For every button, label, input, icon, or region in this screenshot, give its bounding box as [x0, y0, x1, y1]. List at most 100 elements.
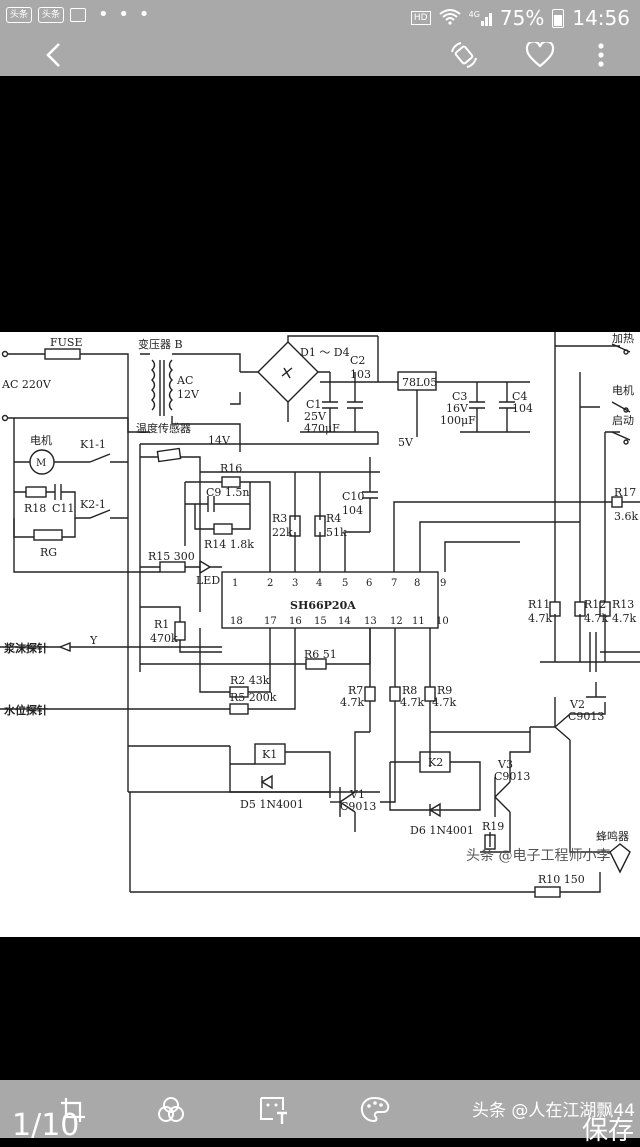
bottom-toolbar: 1/10 头条 @人在江湖飘44 保存: [0, 1080, 640, 1146]
status-bar: 头条 头条 • • • HD 4G 75% 14:56: [0, 0, 640, 34]
label-r3-value: 22k: [272, 526, 293, 539]
label-r17-value: 3.6k: [614, 510, 638, 523]
label-ac220: AC 220V: [1, 378, 52, 391]
label-v1: V1: [349, 788, 365, 801]
label-v3-model: C9013: [494, 770, 530, 783]
label-c2-value: 103: [350, 368, 371, 381]
palette-icon: [360, 1096, 390, 1123]
battery-level: 75%: [499, 6, 545, 30]
label-r11-value: 4.7k: [528, 612, 552, 625]
save-button[interactable]: 保存: [582, 1116, 635, 1146]
hd-indicator: HD: [410, 11, 431, 25]
back-arrow-icon: [46, 43, 60, 67]
label-regulator: 78L05: [402, 376, 437, 389]
label-k2-1: K2-1: [80, 498, 106, 511]
label-ic: SH66P20A: [290, 599, 356, 612]
ic-pin: 9: [440, 578, 446, 589]
more-notifications: • • •: [98, 4, 152, 25]
svg-text:M: M: [36, 458, 46, 469]
label-r9: R9: [437, 684, 452, 697]
heart-icon: [525, 42, 555, 68]
ic-pin: 3: [292, 578, 298, 589]
back-button[interactable]: [28, 34, 80, 76]
label-d1d4: D1 ～ D4: [300, 346, 350, 359]
ic-pin: 4: [316, 578, 322, 589]
label-k1-1: K1-1: [80, 438, 106, 451]
label-r17: R17: [614, 486, 636, 499]
page-indicator: 1/10: [12, 1108, 80, 1143]
label-r1: R1: [154, 618, 169, 631]
ic-pin: 1: [232, 578, 238, 589]
bottom-watermark: 头条 @人在江湖飘44: [472, 1101, 636, 1121]
image-viewer[interactable]: FUSE 变压器 B AC 220V AC 12V 温度传感器 14V D1 ～…: [0, 76, 640, 1080]
label-c9: C9 1.5n: [206, 486, 250, 499]
label-r13: R13: [612, 598, 634, 611]
clock: 14:56: [572, 6, 630, 30]
label-motor-switch: 电机: [612, 383, 634, 397]
label-c1-voltage: 25V: [304, 410, 327, 423]
label-d5: D5 1N4001: [240, 798, 304, 811]
label-r9-value: 4.7k: [432, 696, 456, 709]
label-temp-sensor: 温度传感器: [136, 421, 191, 435]
ic-pin: 15: [314, 616, 327, 627]
ic-pin: 16: [289, 616, 302, 627]
label-r6: R6 51: [304, 648, 337, 661]
favorite-button[interactable]: [514, 34, 566, 76]
label-r4-value: 51k: [326, 526, 347, 539]
label-c1: C1: [306, 398, 321, 411]
label-v2: V2: [569, 698, 585, 711]
label-k1: K1: [262, 748, 277, 761]
schematic-image[interactable]: FUSE 变压器 B AC 220V AC 12V 温度传感器 14V D1 ～…: [0, 332, 640, 937]
rotate-icon: [451, 42, 477, 68]
label-motor: 电机: [30, 433, 52, 447]
label-r10: R10 150: [538, 873, 585, 886]
label-r13-value: 4.7k: [612, 612, 636, 625]
ic-pin: 5: [342, 578, 348, 589]
label-r18: R18: [24, 502, 46, 515]
label-r1-value: 470k: [150, 632, 178, 645]
draw-button[interactable]: [350, 1088, 400, 1132]
label-r19: R19: [482, 820, 504, 833]
label-ac: AC: [176, 374, 193, 387]
label-r7-value: 4.7k: [340, 696, 364, 709]
label-water-probe: 水位探针: [4, 703, 48, 717]
label-c10: C10: [342, 490, 364, 503]
label-v1-model: C9013: [340, 800, 376, 813]
label-c1-capacity: 470μF: [304, 422, 340, 435]
notification-badge: 头条: [38, 7, 65, 23]
rotate-button[interactable]: [438, 34, 490, 76]
network-type: 4G: [468, 10, 480, 19]
label-c4: C4: [512, 390, 527, 403]
label-r14: R14 1.8k: [204, 538, 254, 551]
label-rg: RG: [40, 546, 57, 559]
label-5v: 5V: [398, 436, 414, 449]
label-r16: R16: [220, 462, 242, 475]
label-r8: R8: [402, 684, 417, 697]
label-r5: R5 200k: [230, 691, 277, 704]
ic-pin: 18: [230, 616, 243, 627]
ic-pin: 2: [267, 578, 273, 589]
label-heat: 加热: [612, 332, 634, 345]
label-14v: 14V: [208, 434, 231, 447]
label-r12: R12: [584, 598, 606, 611]
label-r8-value: 4.7k: [400, 696, 424, 709]
more-vertical-icon: [598, 43, 604, 67]
ic-pin: 10: [436, 616, 449, 627]
ic-pin: 17: [264, 616, 277, 627]
label-y: Y: [89, 634, 98, 647]
label-ac12: 12V: [177, 388, 200, 401]
text-sticker-icon: [260, 1097, 287, 1124]
label-c3-capacity: 100μF: [440, 414, 476, 427]
ic-pin: 7: [391, 578, 397, 589]
filter-button[interactable]: [146, 1088, 196, 1132]
crop-icon: [61, 1098, 85, 1122]
label-r7: R7: [348, 684, 363, 697]
label-r2: R2 43k: [230, 674, 270, 687]
notification-badge: 头条: [6, 7, 33, 23]
top-toolbar: [0, 34, 640, 76]
crop-button[interactable]: [48, 1088, 98, 1132]
ic-pin: 8: [414, 578, 420, 589]
label-fuse: FUSE: [50, 336, 82, 349]
text-button[interactable]: [248, 1088, 298, 1132]
more-button[interactable]: [575, 34, 627, 76]
